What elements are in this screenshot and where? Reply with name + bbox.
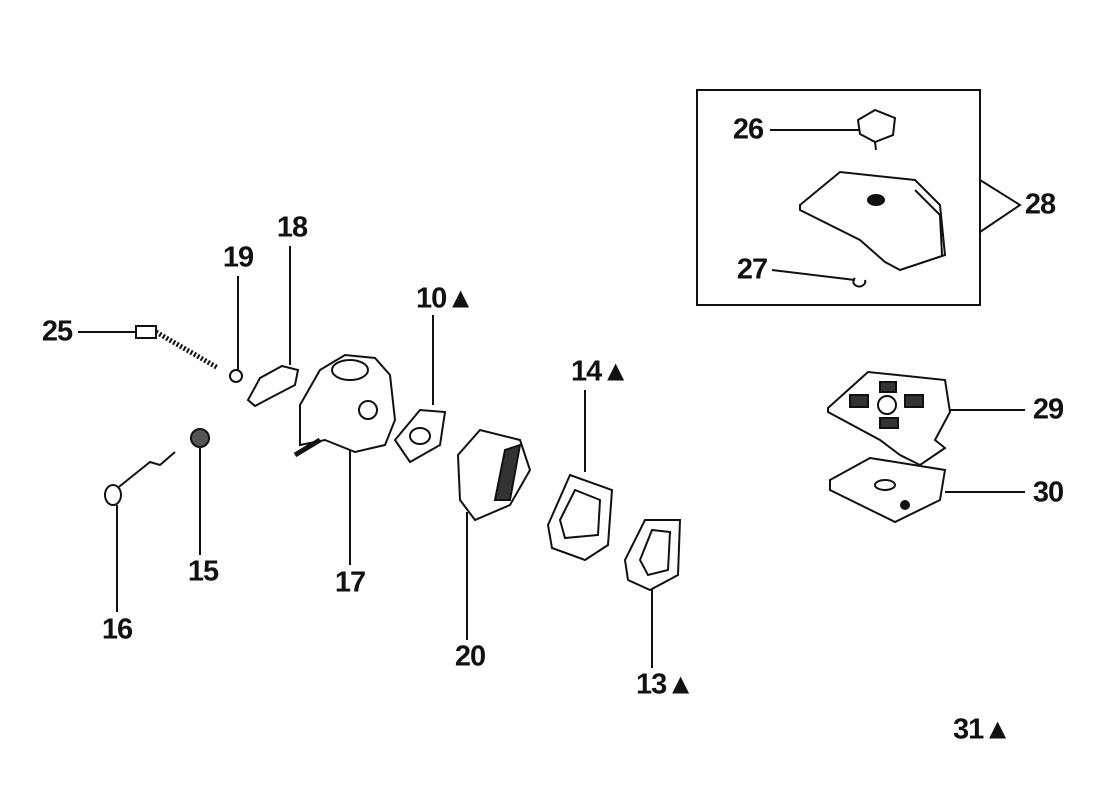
clip-part xyxy=(852,277,867,288)
part-label-10: 10▲ xyxy=(416,282,475,315)
part-label-15: 15 xyxy=(187,555,219,588)
adjusting-screw-part xyxy=(135,325,220,371)
part-label-28: 28 xyxy=(1024,188,1056,221)
filter-cover-part xyxy=(799,170,947,272)
part-label-14: 14▲ xyxy=(571,355,630,388)
part-label-31: 31▲ xyxy=(953,713,1012,746)
carburetor-part xyxy=(293,353,397,458)
filter-plate-part xyxy=(829,456,947,524)
part-label-17: 17 xyxy=(334,566,366,599)
part-label-20: 20 xyxy=(454,640,486,673)
washer-part xyxy=(229,369,243,383)
insulator-gasket-part xyxy=(623,519,682,592)
knob-part xyxy=(856,108,897,151)
part-label-19: 19 xyxy=(222,241,254,274)
air-filter-part xyxy=(827,370,952,467)
air-filter-group-box xyxy=(696,89,981,306)
part-label-18: 18 xyxy=(276,211,308,244)
part-label-16: 16 xyxy=(101,613,133,646)
part-label-13: 13▲ xyxy=(636,668,695,701)
nut-part xyxy=(190,428,210,448)
choke-rod-part xyxy=(104,451,176,506)
carburetor-gasket-part xyxy=(393,408,447,464)
lever-part xyxy=(246,364,300,408)
intake-gasket-part xyxy=(546,473,614,562)
part-label-30: 30 xyxy=(1032,476,1064,509)
leader-lines xyxy=(78,129,1025,668)
part-label-29: 29 xyxy=(1032,393,1064,426)
intake-manifold-part xyxy=(456,428,532,522)
part-label-27: 27 xyxy=(736,253,768,286)
part-label-26: 26 xyxy=(732,113,764,146)
part-label-25: 25 xyxy=(41,315,73,348)
